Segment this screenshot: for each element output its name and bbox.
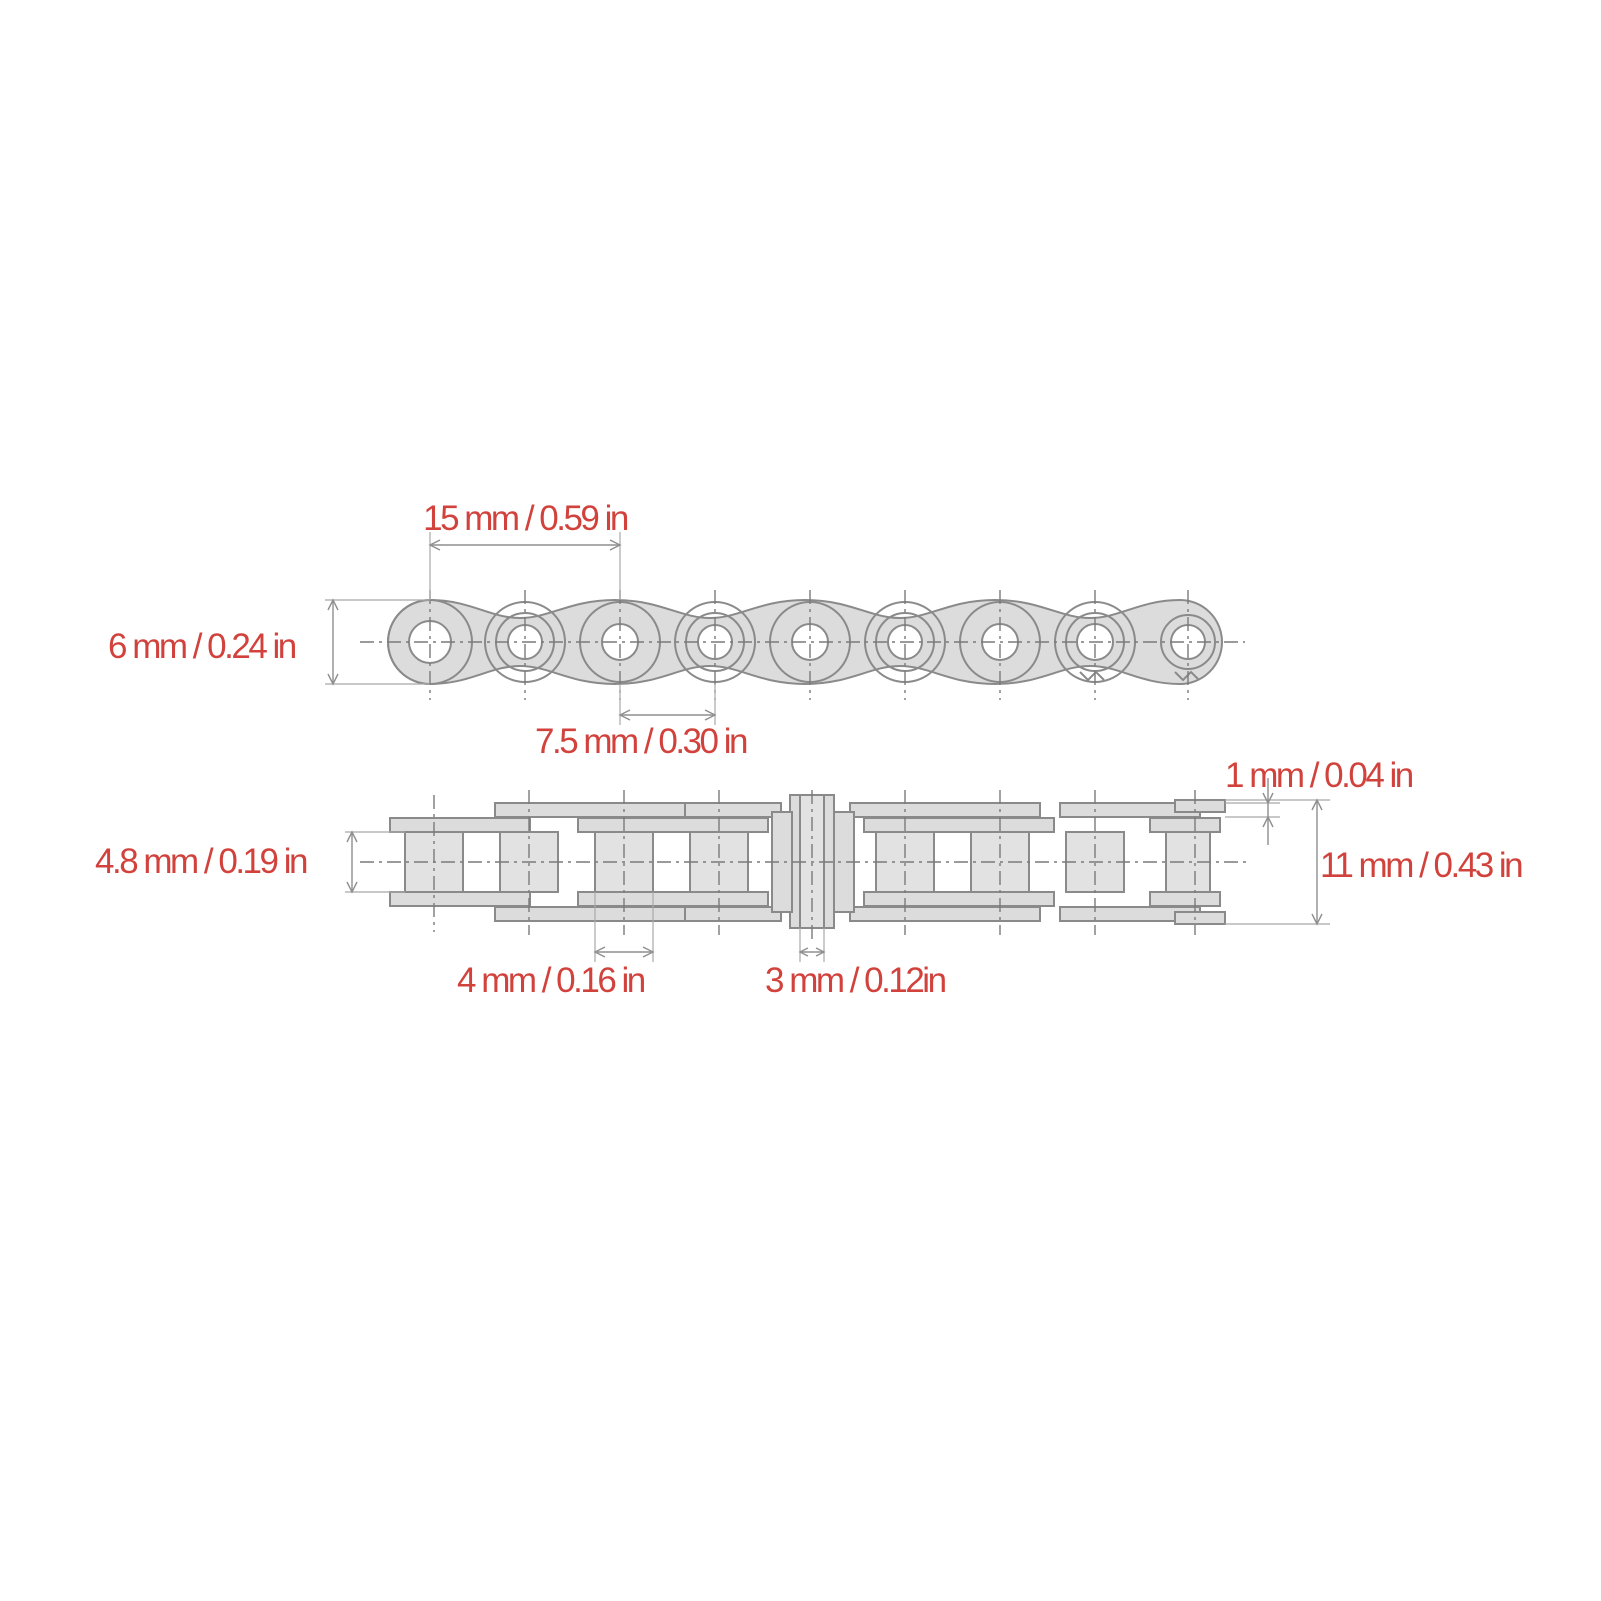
pitch-dimension [428,532,622,600]
roller-diameter-label: 4 mm / 0.16 in [457,961,645,1000]
inner-width-label: 4.8 mm / 0.19 in [95,842,307,881]
plate-height-label: 6 mm / 0.24 in [108,627,296,666]
overall-width-label: 11 mm / 0.43 in [1320,846,1522,885]
pin-diameter-label: 3 mm / 0.12in [765,961,946,1000]
inner-width-dimension [345,830,405,894]
half-pitch-label: 7.5 mm / 0.30 in [535,722,747,761]
half-pitch-dimension [618,684,717,725]
pitch-label: 15 mm / 0.59 in [423,499,628,538]
top-view-outer-plates [389,817,1221,907]
pin-diameter-dimension [798,928,826,962]
plate-thickness-dimension [1225,778,1280,845]
plate-height-dimension [325,598,430,686]
overall-width-dimension [1225,798,1330,926]
chain-side-view [325,532,1245,725]
plate-thickness-label: 1 mm / 0.04 in [1225,756,1413,795]
chain-top-view [345,778,1330,962]
top-view-inner-plates [494,799,1226,925]
roller-diameter-dimension [593,892,655,962]
